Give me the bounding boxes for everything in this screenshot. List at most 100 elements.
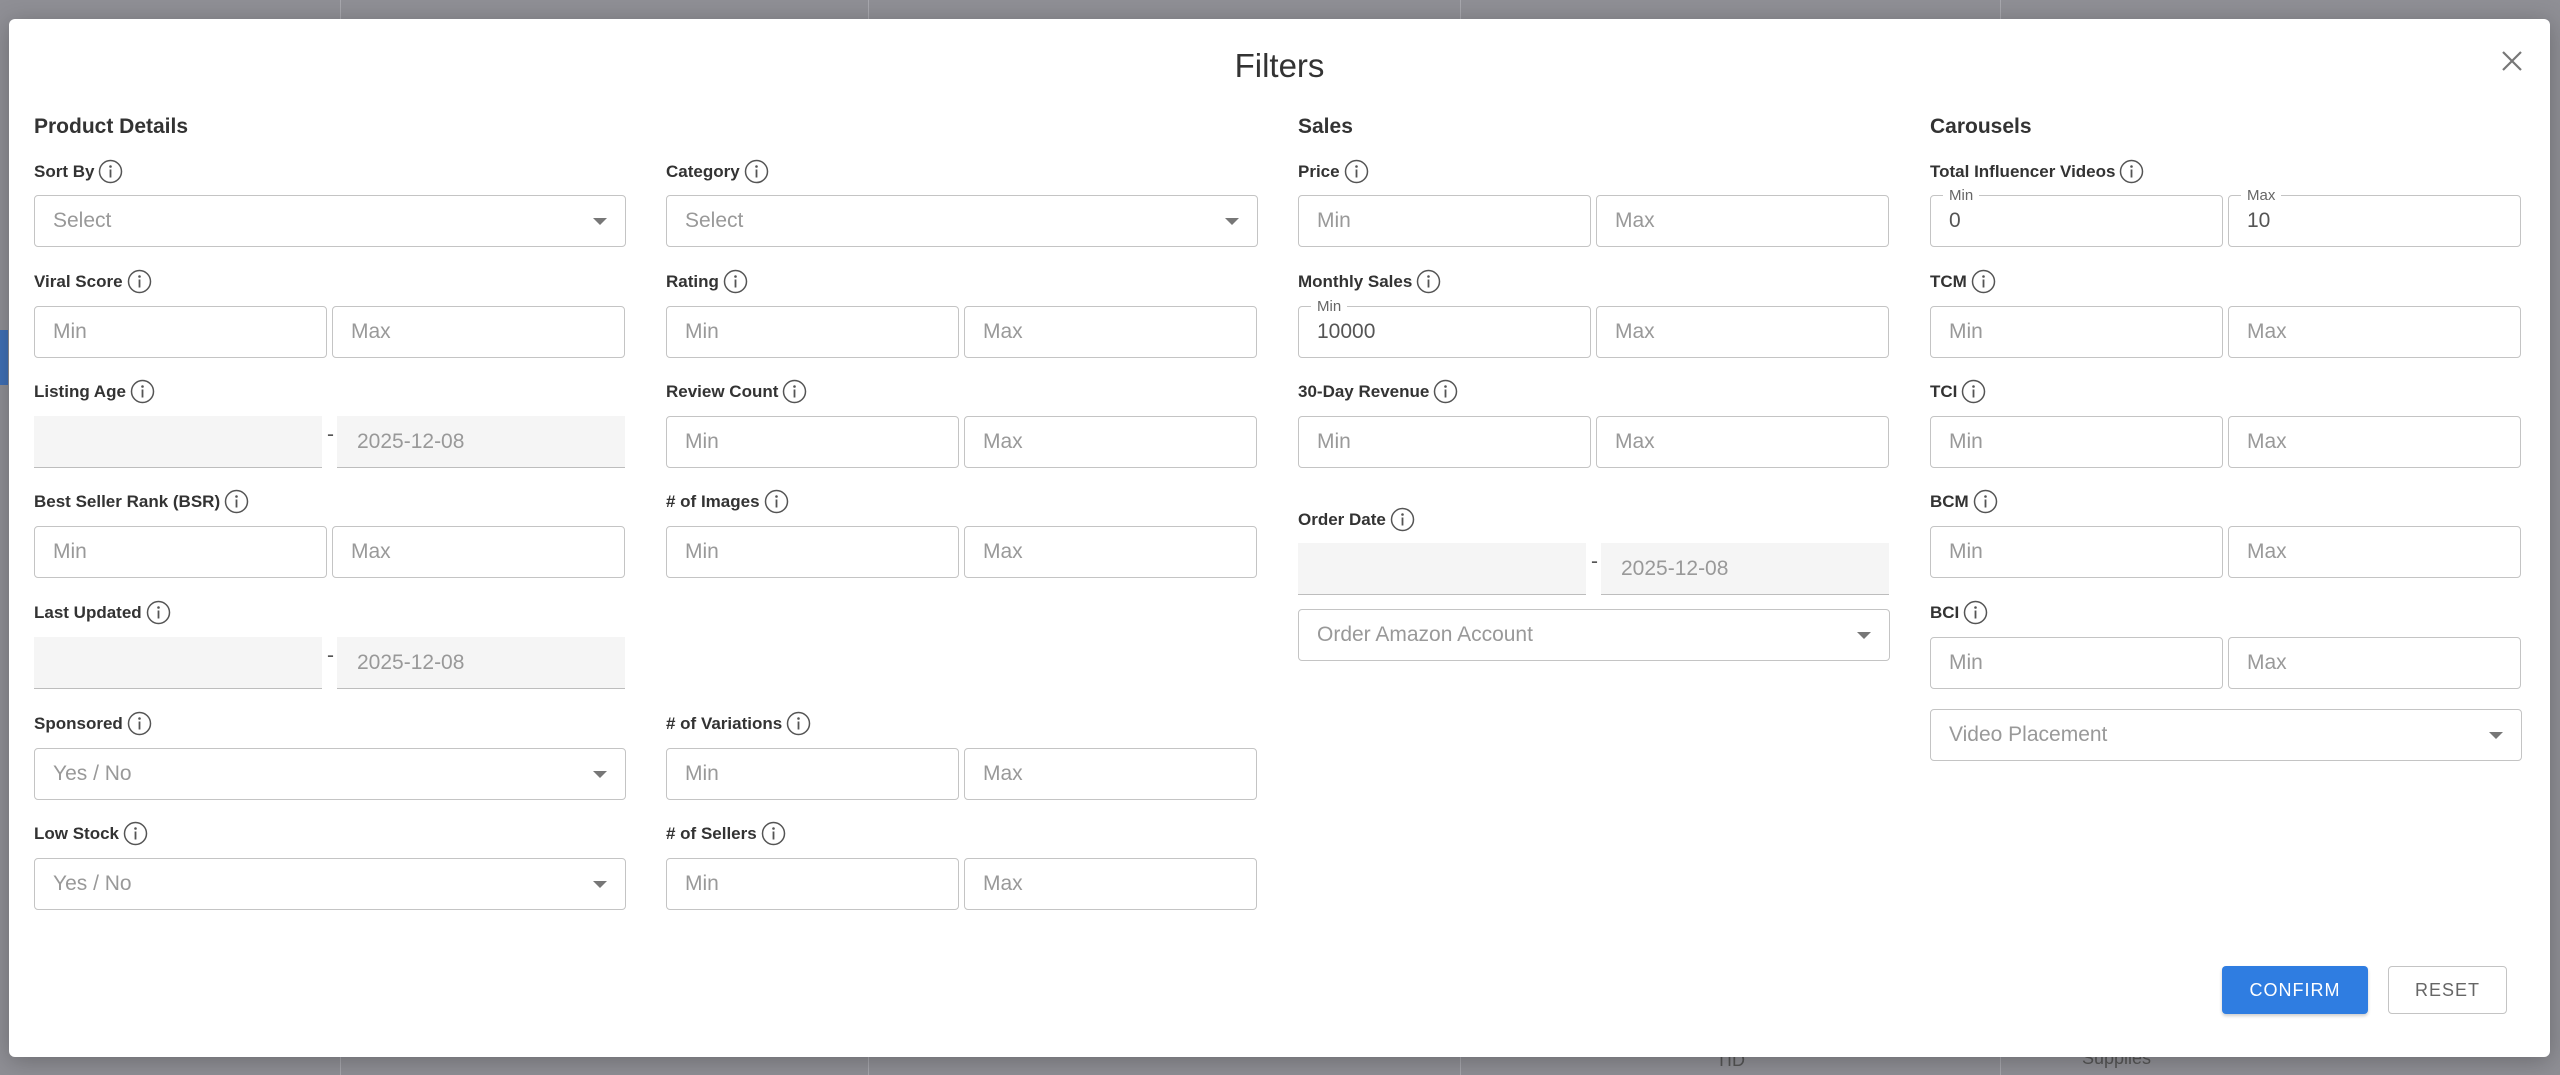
num-sellers-min-input[interactable]: Min [666, 858, 959, 910]
info-icon[interactable] [224, 489, 249, 514]
order-date-end-date[interactable]: 2025-12-08 [1601, 543, 1889, 595]
sort-by-select[interactable]: Select [34, 195, 626, 247]
date-range-dash: - [327, 423, 334, 446]
info-icon[interactable] [1961, 379, 1986, 404]
info-icon[interactable] [1963, 600, 1988, 625]
tci-max-input[interactable]: Max [2228, 416, 2521, 468]
bci-min-input[interactable]: Min [1930, 637, 2223, 689]
info-icon[interactable] [1433, 379, 1458, 404]
rating-max-input[interactable]: Max [964, 306, 1257, 358]
label-sort-by: Sort By [34, 159, 123, 184]
revenue-min-input[interactable]: Min [1298, 416, 1591, 468]
info-icon[interactable] [1971, 269, 1996, 294]
chevron-down-icon [1857, 631, 1871, 639]
info-icon[interactable] [130, 379, 155, 404]
bcm-min-input[interactable]: Min [1930, 526, 2223, 578]
info-icon[interactable] [2119, 159, 2144, 184]
info-icon[interactable] [1973, 489, 1998, 514]
monthly-sales-max-input[interactable]: Max [1596, 306, 1889, 358]
info-icon[interactable] [123, 821, 148, 846]
num-images-max-input[interactable]: Max [964, 526, 1257, 578]
chevron-down-icon [593, 880, 607, 888]
tiv-max-input[interactable]: Max 10 [2228, 187, 2521, 247]
label-viral-score: Viral Score [34, 269, 152, 294]
num-images-min-input[interactable]: Min [666, 526, 959, 578]
info-icon[interactable] [744, 159, 769, 184]
chevron-down-icon [593, 770, 607, 778]
info-icon[interactable] [127, 711, 152, 736]
num-sellers-max-input[interactable]: Max [964, 858, 1257, 910]
listing-age-start-date[interactable] [34, 416, 322, 468]
modal-title: Filters [1234, 47, 1325, 84]
label-category: Category [666, 159, 769, 184]
info-icon[interactable] [1416, 269, 1441, 294]
label-sponsored: Sponsored [34, 711, 152, 736]
viral-score-min-input[interactable]: Min [34, 306, 327, 358]
info-icon[interactable] [782, 379, 807, 404]
info-icon[interactable] [146, 600, 171, 625]
label-bci: BCI [1930, 600, 1988, 625]
listing-age-end-date[interactable]: 2025-12-08 [337, 416, 625, 468]
review-count-min-input[interactable]: Min [666, 416, 959, 468]
info-icon[interactable] [1344, 159, 1369, 184]
bci-max-input[interactable]: Max [2228, 637, 2521, 689]
floating-label: Max [2241, 187, 2282, 204]
info-icon[interactable] [761, 821, 786, 846]
monthly-sales-min-input[interactable]: Min 10000 [1298, 298, 1591, 358]
revenue-max-input[interactable]: Max [1596, 416, 1889, 468]
label-30-day-revenue: 30-Day Revenue [1298, 379, 1458, 404]
info-icon[interactable] [764, 489, 789, 514]
chevron-down-icon [1225, 217, 1239, 225]
label-review-count: Review Count [666, 379, 807, 404]
tci-min-input[interactable]: Min [1930, 416, 2223, 468]
confirm-button[interactable]: CONFIRM [2222, 966, 2368, 1014]
num-variations-max-input[interactable]: Max [964, 748, 1257, 800]
price-min-input[interactable]: Min [1298, 195, 1591, 247]
label-num-sellers: # of Sellers [666, 821, 786, 846]
rating-min-input[interactable]: Min [666, 306, 959, 358]
tcm-min-input[interactable]: Min [1930, 306, 2223, 358]
category-select[interactable]: Select [666, 195, 1258, 247]
price-max-input[interactable]: Max [1596, 195, 1889, 247]
label-rating: Rating [666, 269, 748, 294]
info-icon[interactable] [723, 269, 748, 294]
info-icon[interactable] [1390, 507, 1415, 532]
info-icon[interactable] [98, 159, 123, 184]
info-icon[interactable] [127, 269, 152, 294]
label-num-variations: # of Variations [666, 711, 811, 736]
sponsored-select[interactable]: Yes / No [34, 748, 626, 800]
review-count-max-input[interactable]: Max [964, 416, 1257, 468]
label-price: Price [1298, 159, 1369, 184]
reset-button[interactable]: RESET [2388, 966, 2507, 1014]
label-low-stock: Low Stock [34, 821, 148, 846]
date-range-dash: - [1591, 550, 1598, 573]
filters-modal: Filters Product Details Sales Carousels … [9, 19, 2550, 1057]
label-tci: TCI [1930, 379, 1986, 404]
viral-score-max-input[interactable]: Max [332, 306, 625, 358]
low-stock-select[interactable]: Yes / No [34, 858, 626, 910]
bcm-max-input[interactable]: Max [2228, 526, 2521, 578]
tcm-max-input[interactable]: Max [2228, 306, 2521, 358]
video-placement-select[interactable]: Video Placement [1930, 709, 2522, 761]
date-range-dash: - [327, 644, 334, 667]
label-listing-age: Listing Age [34, 379, 155, 404]
label-total-influencer-videos: Total Influencer Videos [1930, 159, 2144, 184]
tiv-min-input[interactable]: Min 0 [1930, 187, 2223, 247]
section-product-details: Product Details [34, 115, 189, 138]
last-updated-end-date[interactable]: 2025-12-08 [337, 637, 625, 689]
chevron-down-icon [2489, 731, 2503, 739]
label-monthly-sales: Monthly Sales [1298, 269, 1441, 294]
order-amazon-account-select[interactable]: Order Amazon Account [1298, 609, 1890, 661]
close-icon[interactable] [2496, 45, 2528, 77]
info-icon[interactable] [786, 711, 811, 736]
bsr-max-input[interactable]: Max [332, 526, 625, 578]
label-order-date: Order Date [1298, 507, 1415, 532]
floating-label: Min [1943, 187, 1980, 204]
last-updated-start-date[interactable] [34, 637, 322, 689]
bsr-min-input[interactable]: Min [34, 526, 327, 578]
num-variations-min-input[interactable]: Min [666, 748, 959, 800]
label-tcm: TCM [1930, 269, 1996, 294]
label-last-updated: Last Updated [34, 600, 171, 625]
order-date-start-date[interactable] [1298, 543, 1586, 595]
floating-label: Min [1311, 298, 1348, 315]
